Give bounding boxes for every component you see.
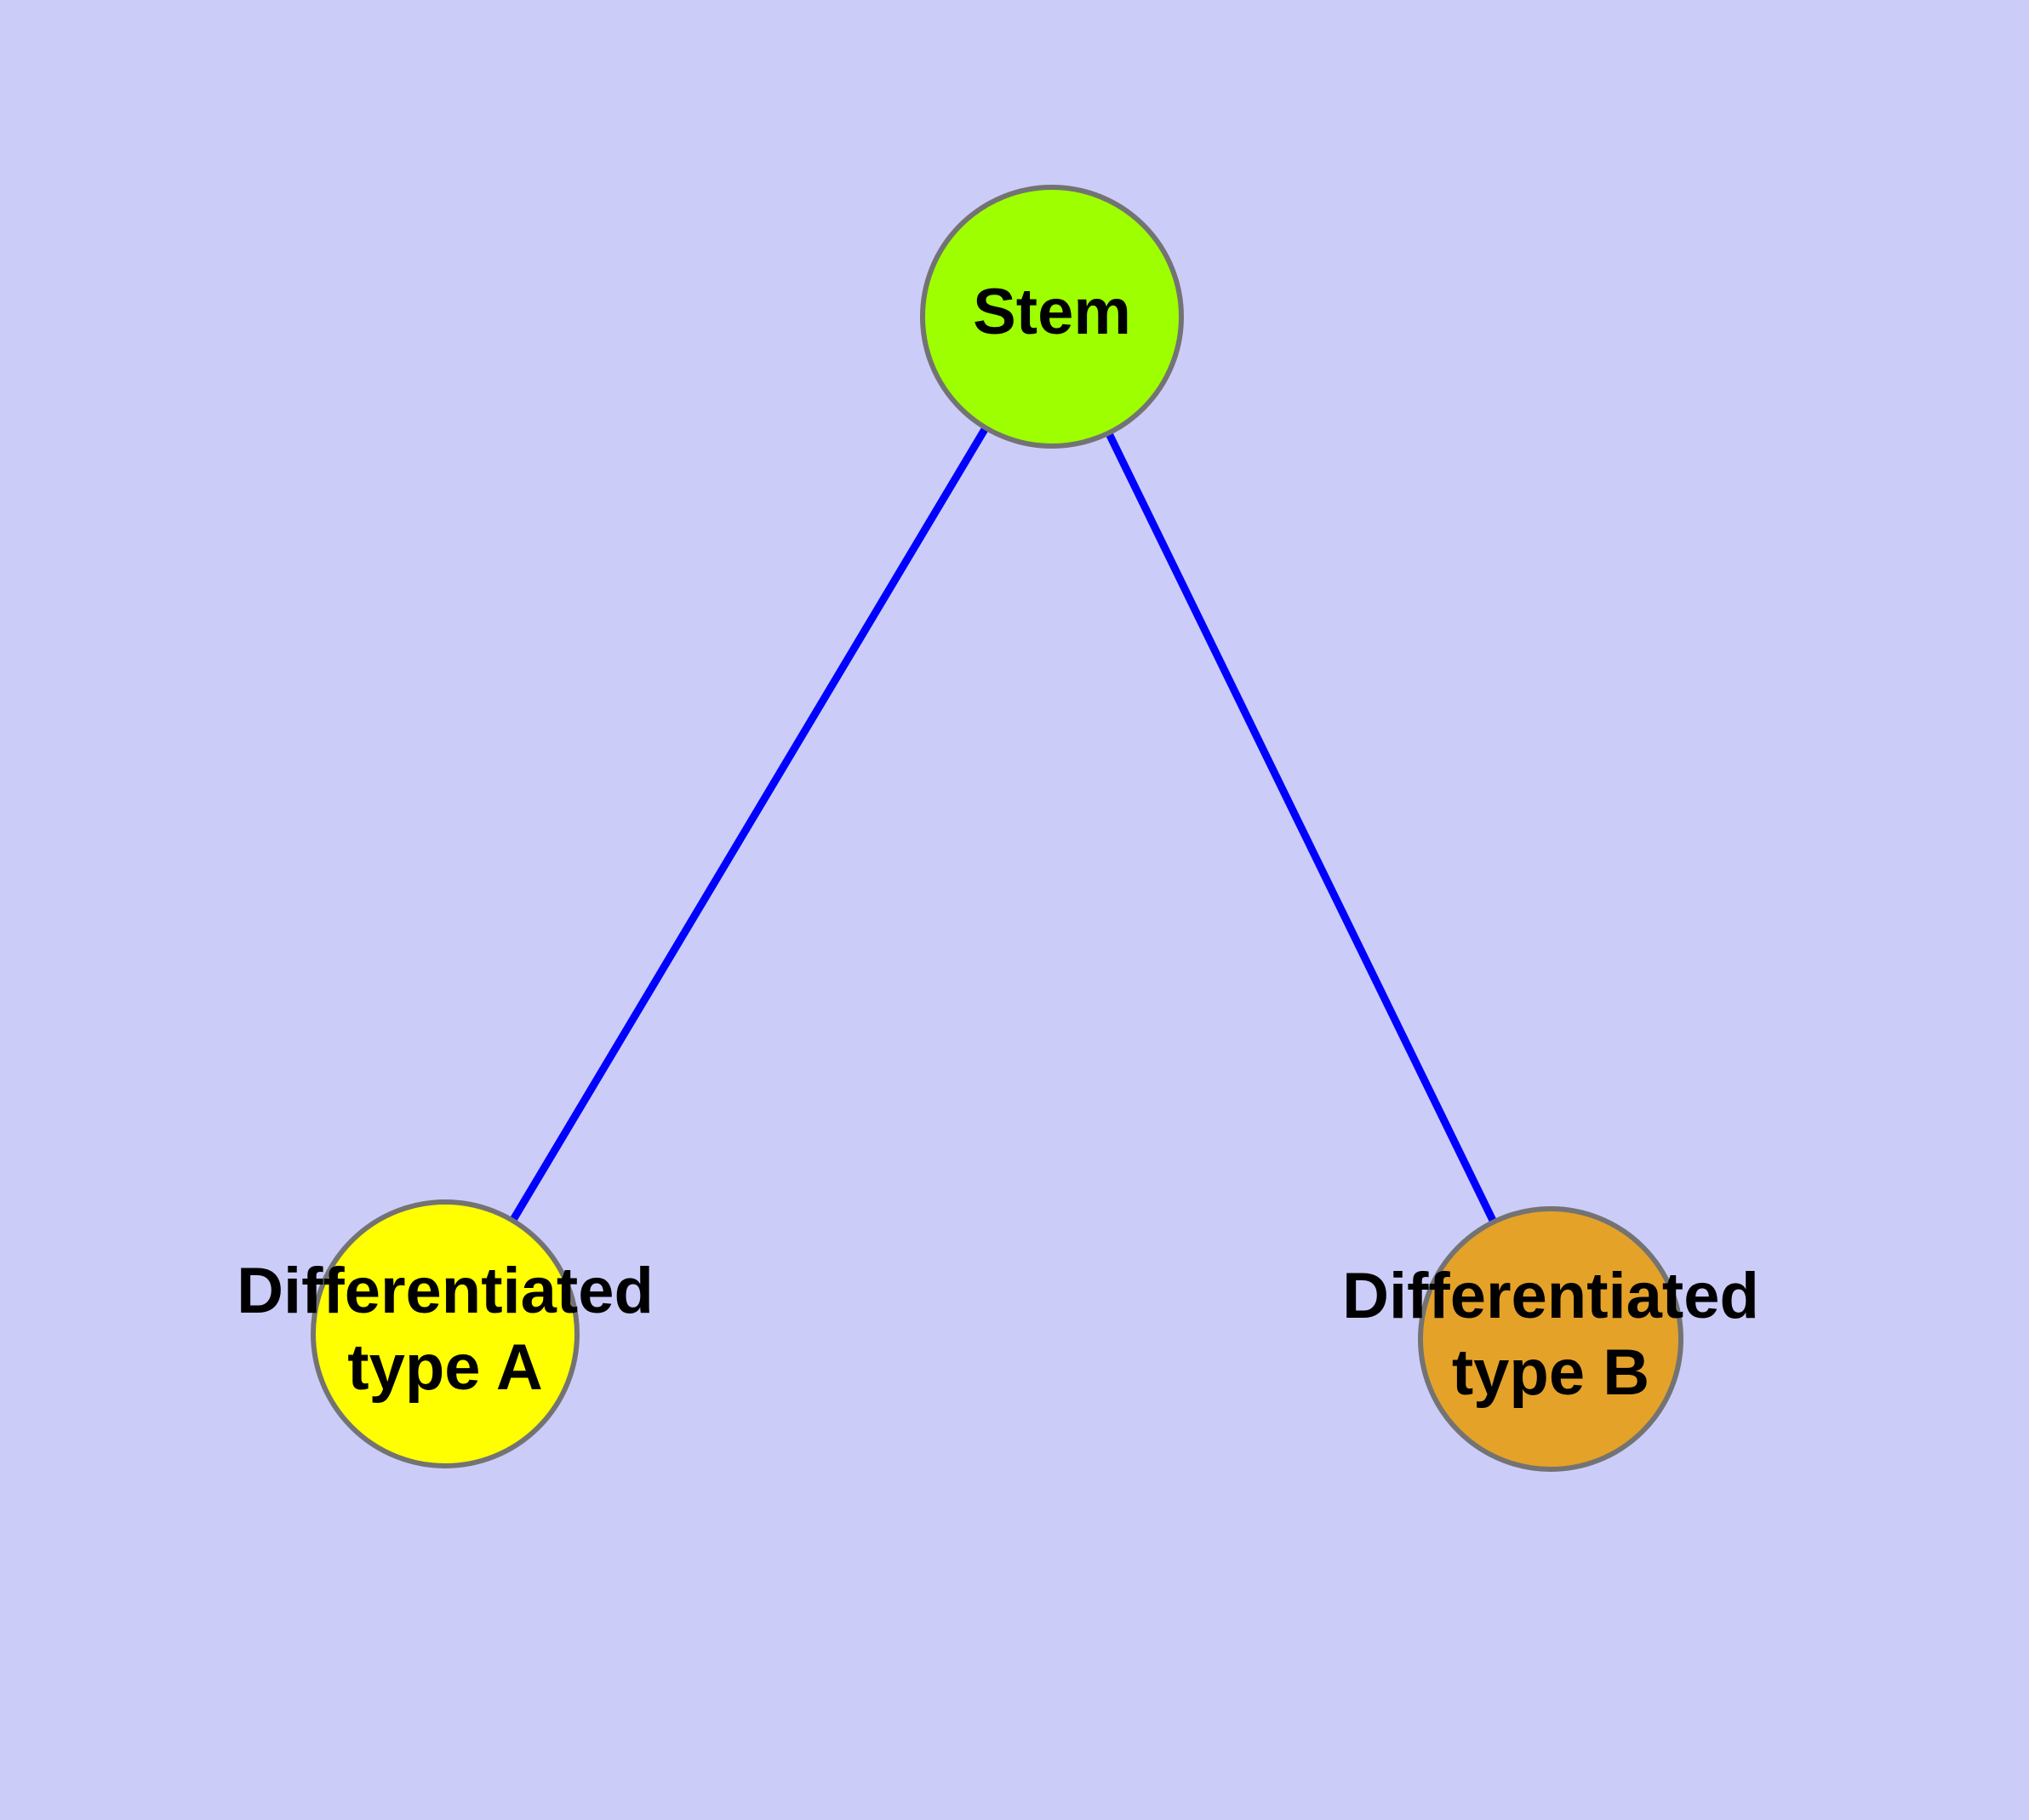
nodes-layer [311,185,1683,1472]
graph-node-label-line: Differentiated [1342,1260,1759,1332]
graph-node-label-line: type A [347,1331,542,1404]
graph-node-label-line: type B [1452,1336,1649,1409]
graph-node-label-line: Stem [973,276,1131,348]
graph-node-stem[interactable] [920,185,1184,449]
graph-node-label-stem: Stem [973,276,1131,348]
graph-edge-stem-to-diff_a [508,424,991,1224]
graph-node-label-line: Differentiated [237,1255,654,1327]
edges-layer [508,424,1498,1226]
graph-edge-stem-to-diff_b [1104,429,1498,1226]
graph-node-diff_a[interactable] [311,1199,580,1468]
graph-node-diff_b[interactable] [1418,1206,1683,1472]
